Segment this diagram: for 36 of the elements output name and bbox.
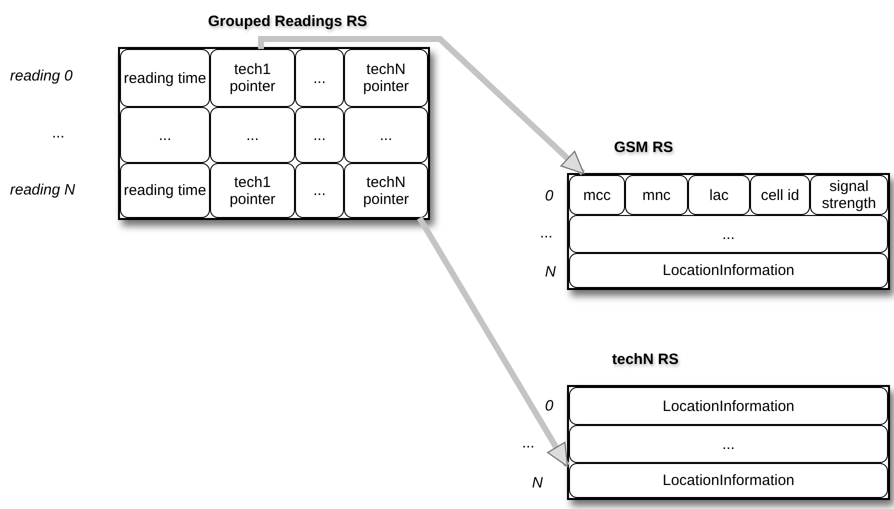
arrow	[417, 216, 570, 468]
record-field: techN pointer	[344, 163, 428, 218]
record-field: ...	[295, 163, 344, 218]
row-label: ...	[52, 124, 65, 142]
record-field: LocationInformation	[569, 463, 888, 498]
record-field: ...	[210, 107, 295, 163]
record-field: ...	[120, 107, 210, 163]
row-label: N	[532, 474, 543, 492]
record-field: reading time	[120, 163, 210, 218]
record-field: tech1 pointer	[210, 163, 295, 218]
record-field: reading time	[120, 49, 210, 107]
table-title: Grouped Readings RS	[208, 13, 368, 30]
record-field: ...	[569, 425, 888, 463]
record-field: LocationInformation	[569, 253, 888, 288]
row-label: ...	[522, 434, 535, 452]
record-field: ...	[569, 215, 888, 253]
record-field: LocationInformation	[569, 387, 888, 425]
table-title: techN RS	[612, 351, 679, 368]
record-field: tech1 pointer	[210, 49, 295, 107]
record-field: mnc	[625, 175, 688, 215]
record-field: ...	[344, 107, 428, 163]
record-field: techN pointer	[344, 49, 428, 107]
row-label: reading N	[10, 182, 76, 198]
record-field: lac	[688, 175, 750, 215]
record-field: mcc	[569, 175, 625, 215]
row-label: 0	[545, 398, 554, 414]
arrow	[258, 36, 586, 176]
row-label: ...	[540, 224, 553, 242]
record-field: ...	[295, 107, 344, 163]
row-label: N	[545, 264, 556, 280]
row-label: reading 0	[10, 68, 73, 84]
record-field: signal strength	[810, 175, 888, 215]
row-label: 0	[545, 188, 554, 204]
record-field: ...	[295, 49, 344, 107]
table-title: GSM RS	[614, 139, 674, 156]
record-field: cell id	[750, 175, 810, 215]
